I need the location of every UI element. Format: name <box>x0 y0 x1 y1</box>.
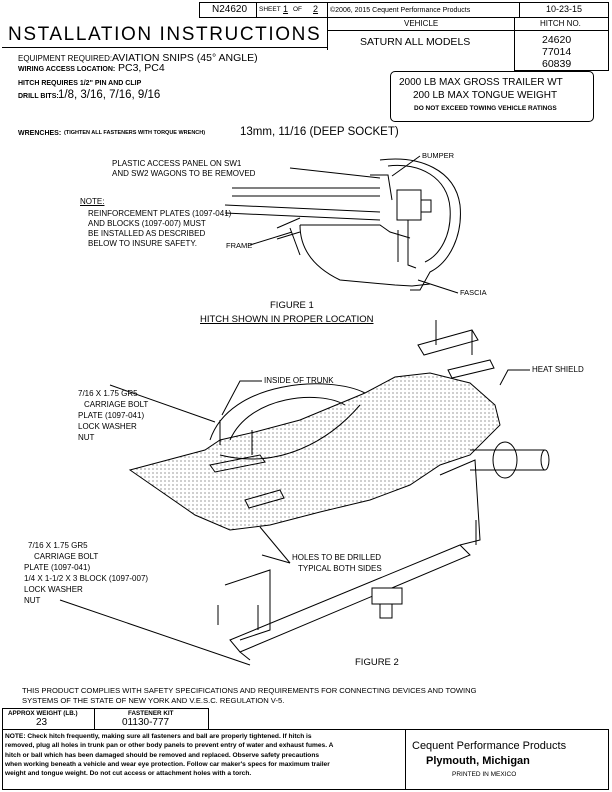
fascia-label: FASCIA <box>460 288 487 297</box>
safety-note-line2: removed, plug all holes in trunk pan or … <box>5 742 334 750</box>
header-right-rule <box>608 2 609 70</box>
wiring-value: PC3, PC4 <box>118 62 165 74</box>
footer-top-rule <box>2 708 208 709</box>
header-left-rule <box>199 2 200 18</box>
drill-label: DRILL BITS: <box>18 93 59 100</box>
footer-bottom-rule <box>2 789 608 790</box>
upper-part-2: CARRIAGE BOLT <box>84 400 149 409</box>
header-sheet-divider <box>256 2 257 18</box>
vehicle-name: SATURN ALL MODELS <box>360 36 471 48</box>
figure1-note-line2: AND BLOCKS (1097-007) MUST <box>88 219 206 228</box>
holes-note-line2: TYPICAL BOTH SIDES <box>298 564 382 573</box>
issue-date: 10-23-15 <box>546 4 583 14</box>
equipment-value: AVIATION SNIPS (45° ANGLE) <box>112 52 258 64</box>
access-panel-note-line1: PLASTIC ACCESS PANEL ON SW1 <box>112 159 242 168</box>
pin-clip-note: HITCH REQUIRES 1/2" PIN AND CLIP <box>18 80 142 87</box>
header-row-rule <box>199 17 609 18</box>
figure1-note-line1: REINFORCEMENT PLATES (1097-041) <box>88 209 232 218</box>
safety-note-line1: NOTE: Check hitch frequently, making sur… <box>5 733 312 740</box>
weight-label: APPROX WEIGHT (LB.) <box>8 710 78 717</box>
wrenches-label: WRENCHES: <box>18 130 62 137</box>
footer-company-divider <box>405 729 406 790</box>
vehicle-hitch-divider <box>514 17 515 70</box>
wiring-label: WIRING ACCESS LOCATION: <box>18 66 116 73</box>
hitch-number-1: 24620 <box>542 34 572 46</box>
upper-part-1: 7/16 X 1.75 GR5 <box>78 389 138 398</box>
figure1-note-line4: BELOW TO INSURE SAFETY. <box>88 239 197 248</box>
figure2-drawing <box>59 320 550 666</box>
header-top-rule <box>199 2 609 3</box>
lower-part-6: NUT <box>24 596 41 605</box>
lower-part-2: CARRIAGE BOLT <box>34 552 99 561</box>
header-subhead-rule <box>327 30 609 31</box>
company-city: Plymouth, Michigan <box>426 755 530 767</box>
hitch-number-2: 77014 <box>542 46 572 58</box>
figure1-caption: FIGURE 1 <box>270 300 314 311</box>
lower-part-3: PLATE (1097-041) <box>24 563 91 572</box>
footer-left-rule <box>2 708 3 790</box>
figure1-note-line3: BE INSTALLED AS DESCRIBED <box>88 229 206 238</box>
ratings-box <box>390 71 594 122</box>
doc-number: N24620 <box>212 4 248 15</box>
sheet-of-label: OF <box>293 6 303 13</box>
inside-trunk-label: INSIDE OF TRUNK <box>264 376 334 385</box>
upper-part-4: LOCK WASHER <box>78 422 137 431</box>
drill-value: 1/8, 3/16, 7/16, 9/16 <box>58 89 161 101</box>
max-tongue-weight: 200 LB MAX TONGUE WEIGHT <box>413 90 558 101</box>
frame-label: FRAME <box>226 241 253 250</box>
wrenches-value: 13mm, 11/16 (DEEP SOCKET) <box>240 126 399 138</box>
equipment-label: EQUIPMENT REQUIRED: <box>18 54 113 63</box>
page-title: NSTALLATION INSTRUCTIONS <box>8 24 322 45</box>
company-name: Cequent Performance Products <box>412 740 567 752</box>
kit-label: FASTENER KIT <box>128 710 174 717</box>
header-copyright-divider <box>327 2 328 50</box>
upper-part-5: NUT <box>78 433 95 442</box>
kit-value: 01130-777 <box>122 717 170 728</box>
lower-part-5: LOCK WASHER <box>24 585 83 594</box>
figure1-drawing <box>224 155 461 294</box>
heat-shield-label: HEAT SHIELD <box>532 365 584 374</box>
upper-part-3: PLATE (1097-041) <box>78 411 145 420</box>
footer-mid-rule <box>2 729 608 730</box>
holes-note-line1: HOLES TO BE DRILLED <box>292 553 382 562</box>
safety-note-line3: hitch or ball which has been damaged sho… <box>5 751 320 759</box>
safety-note-line4: when working beneath a vehicle and wear … <box>5 760 330 768</box>
printed-in: PRINTED IN MEXICO <box>452 771 517 778</box>
sheet-current: 1 <box>283 4 289 14</box>
compliance-line2: SYSTEMS OF THE STATE OF NEW YORK AND V.E… <box>22 696 285 705</box>
figure1-subcaption: HITCH SHOWN IN PROPER LOCATION <box>200 314 374 325</box>
vehicle-ratings-warning: DO NOT EXCEED TOWING VEHICLE RATINGS <box>414 105 557 112</box>
safety-note-line5: weight and tongue weight. Do not cut acc… <box>5 770 252 778</box>
footer-weight-divider <box>94 708 95 729</box>
hitch-header: HITCH NO. <box>540 19 581 28</box>
vehicle-bottom-rule <box>514 70 609 71</box>
sheet-total: 2 <box>313 4 319 14</box>
compliance-line1: THIS PRODUCT COMPLIES WITH SAFETY SPECIF… <box>22 686 477 695</box>
safety-note: NOTE: Check hitch frequently, making sur… <box>5 732 400 778</box>
figure2-caption: FIGURE 2 <box>355 657 399 668</box>
hitch-number-3: 60839 <box>542 58 572 70</box>
title-underline <box>2 47 327 48</box>
footer-kit-divider <box>208 708 209 729</box>
access-panel-note-line2: AND SW2 WAGONS TO BE REMOVED <box>112 169 256 178</box>
wrenches-note: (TIGHTEN ALL FASTENERS WITH TORQUE WRENC… <box>64 130 206 136</box>
header-date-divider <box>519 2 520 18</box>
figure1-note-label: NOTE: <box>80 197 105 206</box>
max-trailer-weight: 2000 LB MAX GROSS TRAILER WT <box>399 77 563 88</box>
lower-part-1: 7/16 X 1.75 GR5 <box>28 541 88 550</box>
bumper-label: BUMPER <box>422 151 455 160</box>
vehicle-header: VEHICLE <box>404 19 439 28</box>
weight-value: 23 <box>36 717 48 728</box>
copyright: ©2006, 2015 Cequent Performance Products <box>330 7 471 14</box>
sheet-label: SHEET <box>259 6 281 13</box>
lower-part-4: 1/4 X 1-1/2 X 3 BLOCK (1097-007) <box>24 574 149 583</box>
footer-right-rule <box>608 729 609 790</box>
